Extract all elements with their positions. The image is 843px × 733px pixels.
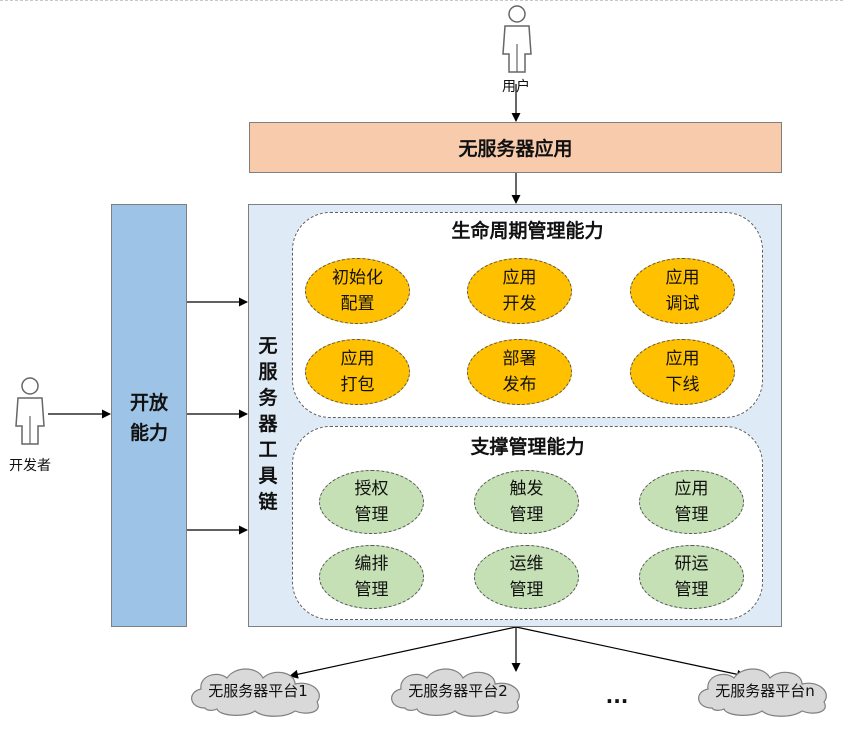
- lifecycle-item-init-config: 初始化配置: [305, 258, 410, 324]
- item-line2: 管理: [354, 505, 389, 525]
- support-item-orchestration: 编排管理: [319, 545, 424, 609]
- support-item-ops: 运维管理: [474, 545, 579, 609]
- toolchain-to-platformn-arrow: [515, 626, 746, 679]
- support-item-app: 应用管理: [639, 470, 744, 534]
- support-item-auth: 授权管理: [319, 470, 424, 534]
- lifecycle-management-title: 生命周期管理能力: [451, 220, 604, 242]
- platform-1-label: 无服务器平台1: [208, 682, 308, 700]
- lifecycle-item-deploy-release: 部署发布: [467, 339, 572, 405]
- item-line1: 应用: [665, 268, 700, 288]
- toolchain-char: 工: [258, 439, 278, 461]
- item-line1: 初始化: [332, 268, 383, 288]
- toolchain-char: 链: [258, 491, 278, 513]
- platform-n-label: 无服务器平台n: [715, 682, 815, 700]
- item-line1: 应用: [665, 349, 700, 369]
- user-label: 用户: [502, 79, 530, 95]
- toolchain-vertical-label: 无 服 务 器 工 具 链: [256, 333, 280, 515]
- support-management-title: 支撑管理能力: [470, 436, 585, 458]
- item-line1: 应用: [340, 349, 375, 369]
- item-line2: 管理: [674, 505, 709, 525]
- item-line1: 编排: [354, 554, 389, 574]
- toolchain-char: 务: [258, 387, 278, 409]
- support-item-devops: 研运管理: [639, 545, 744, 609]
- lifecycle-item-app-develop: 应用开发: [467, 258, 572, 324]
- platform-2-label: 无服务器平台2: [408, 682, 508, 700]
- support-item-trigger: 触发管理: [474, 470, 579, 534]
- item-line1: 触发: [509, 479, 544, 499]
- item-line1: 研运: [674, 554, 709, 574]
- item-line2: 发布: [502, 375, 537, 395]
- item-line2: 管理: [354, 580, 389, 600]
- platform-2-cloud-icon: [391, 668, 520, 717]
- item-line1: 应用: [674, 479, 709, 499]
- item-line2: 下线: [665, 375, 700, 395]
- item-line2: 开发: [502, 294, 537, 314]
- open-capability-line2: 能力: [129, 422, 168, 444]
- developer-person-icon: [15, 377, 45, 445]
- toolchain-char: 具: [258, 465, 278, 487]
- toolchain-char: 器: [258, 413, 278, 435]
- toolchain-char: 服: [258, 361, 278, 383]
- open-capability-line1: 开放: [129, 392, 168, 414]
- item-line2: 配置: [340, 294, 375, 314]
- lifecycle-item-app-package: 应用打包: [305, 339, 410, 405]
- platforms-ellipsis: ...: [605, 684, 629, 708]
- item-line2: 管理: [509, 505, 544, 525]
- item-line2: 管理: [674, 580, 709, 600]
- item-line2: 打包: [340, 375, 375, 395]
- open-capability-label: 开放 能力: [111, 388, 187, 448]
- lifecycle-item-app-offline: 应用下线: [630, 339, 735, 405]
- item-line1: 运维: [509, 554, 544, 574]
- lifecycle-item-app-debug: 应用调试: [630, 258, 735, 324]
- platform-1-cloud-icon: [191, 668, 320, 717]
- item-line2: 管理: [509, 580, 544, 600]
- item-line1: 部署: [502, 349, 537, 369]
- item-line1: 应用: [502, 268, 537, 288]
- item-line1: 授权: [354, 479, 389, 499]
- toolchain-to-platform1-arrow: [289, 626, 517, 679]
- serverless-app-box: 无服务器应用: [249, 122, 782, 173]
- platform-n-cloud-icon: [698, 668, 827, 717]
- developer-label: 开发者: [9, 458, 51, 474]
- item-line2: 调试: [665, 294, 700, 314]
- user-person-icon: [502, 5, 532, 73]
- top-border-line: [0, 0, 843, 1]
- open-capability-box: [111, 204, 187, 627]
- toolchain-char: 无: [258, 335, 278, 357]
